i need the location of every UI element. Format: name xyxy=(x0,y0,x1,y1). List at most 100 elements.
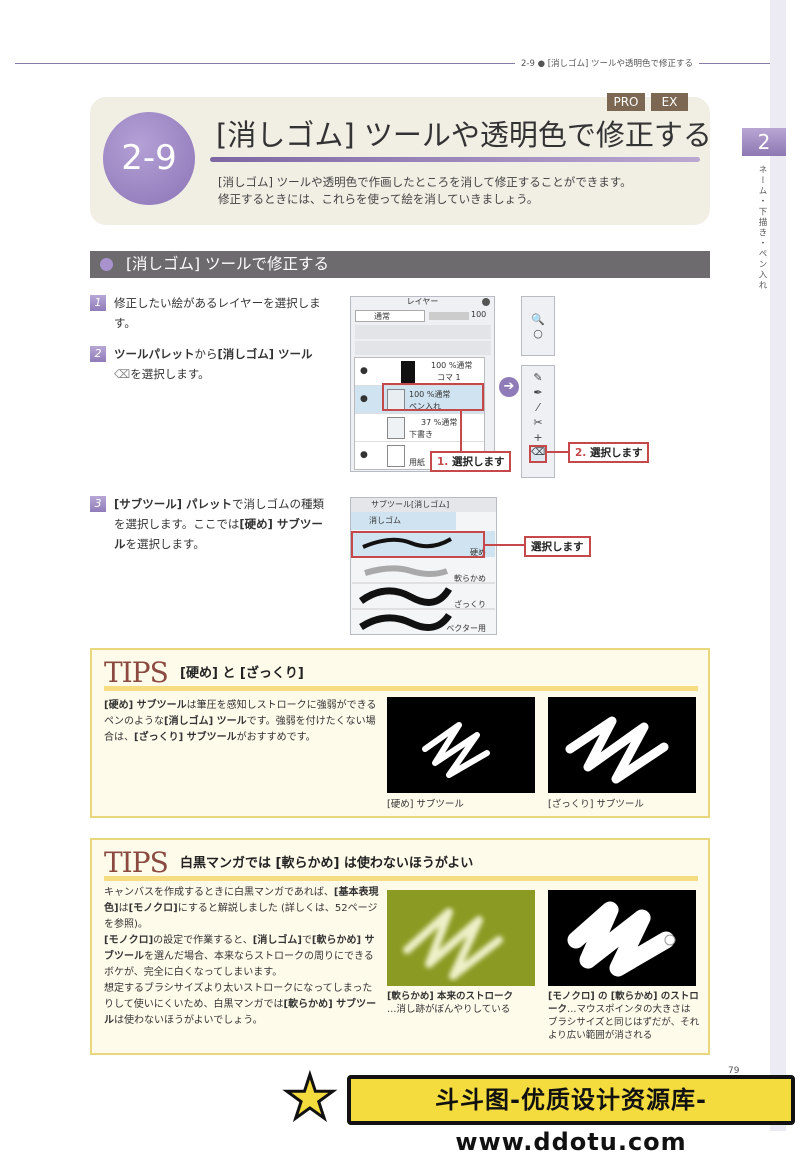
step-bold: [硬め] サブツール xyxy=(114,517,323,551)
section-number: 2-9 xyxy=(103,112,195,205)
layer-actions-toolbar xyxy=(355,341,491,355)
layer-thumbnail xyxy=(387,445,405,467)
tips-body: [硬め] サブツールは筆圧を感知しストロークに強弱ができるペンのような[消しゴム… xyxy=(104,698,379,746)
text: …マウスポインタの大きさはブラシサイズと同じはずだが、それより広い範囲が消される xyxy=(548,1004,700,1041)
subtool-item[interactable]: ベクター用 xyxy=(446,624,486,633)
eye-icon[interactable]: ● xyxy=(360,450,368,460)
callout-text: 選択します xyxy=(451,456,505,468)
step-bold: [サブツール] パレット xyxy=(114,497,233,511)
bullet-icon xyxy=(100,258,113,271)
vector-stroke xyxy=(359,612,452,631)
chapter-title: ネーム・下描き・ペン入れ xyxy=(757,165,767,291)
callout-select-layer: 1. 選択します xyxy=(430,451,512,472)
text: で xyxy=(301,935,312,946)
watermark-banner: 斗斗图-优质设计资源库-www.ddotu.com xyxy=(347,1075,795,1156)
blend-mode-select[interactable]: 通常 xyxy=(355,310,425,322)
text: 想定するブラシサイズより太いストロークになってしまったりして使いにくいため、白黒… xyxy=(104,983,373,1010)
tool-icons[interactable]: 🔍○ xyxy=(531,313,545,340)
layer-thumbnail xyxy=(387,417,405,439)
tips-box-hard-vs-rough: TIPS [硬め] と [ざっくり] [硬め] サブツールは筆圧を感知しストロー… xyxy=(90,648,710,818)
text: …消し跡がぼんやりしている xyxy=(387,1004,511,1015)
brush-previews xyxy=(352,531,495,631)
bold-text: [軟らかめ] サブツール xyxy=(104,935,375,962)
text: にすると解説しました (詳しくは、52ページを参照)。 xyxy=(104,903,378,930)
bold-text: [硬め] サブツール xyxy=(104,700,187,711)
description-line: 修正するときには、これらを使って絵を消していきましょう。 xyxy=(218,192,539,206)
tips-rule xyxy=(104,876,698,881)
monochrome-soft-stroke-image xyxy=(548,890,696,986)
bold-text: [消しゴム] ツール xyxy=(164,716,247,727)
close-icon[interactable] xyxy=(482,298,490,306)
eye-icon[interactable]: ● xyxy=(360,366,368,376)
subtool-panel: サブツール[消しゴム] 消しゴム 硬め 軟らかめ ざっくり ベクター用 xyxy=(350,497,497,635)
subtool-group[interactable]: 消しゴム xyxy=(351,512,456,530)
section-description: [消しゴム] ツールや透明色で作画したところを消して修正することができます。 修… xyxy=(218,174,632,208)
tool-palette-top: 🔍○ xyxy=(521,296,555,356)
brush-pointer-icon xyxy=(664,934,676,946)
text: を選んだ場合、本来ならストロークの周りにできるボケが、完全に白くなってしまいます… xyxy=(104,951,374,978)
image-caption: [軟らかめ] 本来のストローク…消し跡がぼんやりしている xyxy=(387,990,547,1016)
soft-stroke-sample-image xyxy=(387,890,535,986)
tips-box-monochrome: TIPS 白黒マンガでは [軟らかめ] は使わないほうがよい キャンバスを作成す… xyxy=(90,838,710,1055)
bold-text: [モノクロ] xyxy=(128,903,178,914)
subtool-item[interactable]: 硬め xyxy=(470,548,486,557)
subtool-tab[interactable]: サブツール[消しゴム] xyxy=(351,498,496,512)
bold-text: [軟らかめ] サブツール xyxy=(104,999,377,1026)
tips-rule xyxy=(104,686,698,691)
image-caption: [硬め] サブツール xyxy=(387,799,464,810)
layer-opacity: 100 %通常 xyxy=(431,361,473,370)
eye-icon[interactable]: ● xyxy=(360,394,368,404)
callout-line xyxy=(545,451,570,453)
description-line: [消しゴム] ツールや透明色で作画したところを消して修正することができます。 xyxy=(218,175,632,189)
hard-stroke-sample-image xyxy=(387,697,535,793)
tool-icons[interactable]: ✎✒⁄✂+ xyxy=(533,371,543,444)
chapter-tab: 2 xyxy=(742,128,786,156)
page-edge-strip xyxy=(770,0,786,1131)
bold-text: [ざっくり] サブツール xyxy=(134,732,237,743)
text: は xyxy=(118,903,129,914)
step-2: 2 ツールパレットから[消しゴム] ツール ⌫を選択します。 xyxy=(90,344,330,384)
step-3: 3 [サブツール] パレットで消しゴムの種類を選択します。ここでは[硬め] サブ… xyxy=(90,494,330,554)
layer-name: ペン入れ xyxy=(409,402,441,411)
eraser-tool-button[interactable]: ⌫ xyxy=(529,445,547,463)
text: は使わないほうがよいでしょう。 xyxy=(114,1015,263,1026)
step-bold: [消しゴム] ツール xyxy=(217,347,313,361)
layer-name: 下書き xyxy=(409,430,433,439)
layer-row[interactable]: ● 用紙 xyxy=(355,442,484,470)
subtool-item[interactable]: 軟らかめ xyxy=(454,574,486,583)
tips-logo: TIPS xyxy=(104,656,169,689)
tips-title: [硬め] と [ざっくり] xyxy=(180,666,304,681)
bold-text: [モノクロ] xyxy=(104,935,154,946)
bold-text: [基本表現色] xyxy=(104,887,379,914)
layer-row[interactable]: ● 100 %通常 コマ 1 xyxy=(355,358,484,386)
callout-number: 2. xyxy=(575,447,587,459)
step-1: 1 修正したい絵があるレイヤーを選択します。 xyxy=(90,293,330,333)
ex-badge: EX xyxy=(651,93,688,111)
step-text: を選択します。 xyxy=(125,537,205,551)
title-underline xyxy=(210,157,700,162)
layer-row[interactable]: 37 %通常 下書き xyxy=(355,414,484,442)
subtool-item[interactable]: ざっくり xyxy=(454,600,486,609)
bold-text: [消しゴム] xyxy=(252,935,302,946)
tips-body: キャンバスを作成するときに白黒マンガであれば、[基本表現色]は[モノクロ]にする… xyxy=(104,885,379,1029)
layer-opacity: 100 %通常 xyxy=(409,390,451,399)
opacity-value[interactable]: 100 xyxy=(471,310,487,319)
step-text: から xyxy=(194,347,218,361)
page-title: [消しゴム] ツールや透明色で修正する xyxy=(216,118,712,152)
step-text: で消しゴムの種類を選択します。ここでは xyxy=(114,497,325,531)
callout-text: 選択します xyxy=(589,447,643,459)
bold-text: [モノクロ] の [軟らかめ] のストローク xyxy=(548,991,699,1015)
callout-number: 1. xyxy=(437,456,449,468)
header-rule xyxy=(15,63,770,64)
layer-panel-title: レイヤー xyxy=(406,297,439,306)
callout-line xyxy=(485,544,525,546)
image-caption: [モノクロ] の [軟らかめ] のストローク…マウスポインタの大きさはブラシサイ… xyxy=(548,990,700,1042)
opacity-slider[interactable] xyxy=(429,312,469,320)
rough-stroke-sample-image xyxy=(548,697,696,793)
tips-logo: TIPS xyxy=(104,846,169,879)
running-header: 2-9 ● [消しゴム] ツールや透明色で修正する xyxy=(515,57,700,69)
step-text: を選択します。 xyxy=(130,367,210,381)
step-number: 2 xyxy=(90,346,106,362)
text: の設定で作業すると、 xyxy=(153,935,253,946)
tips-title: 白黒マンガでは [軟らかめ] は使わないほうがよい xyxy=(180,856,474,871)
